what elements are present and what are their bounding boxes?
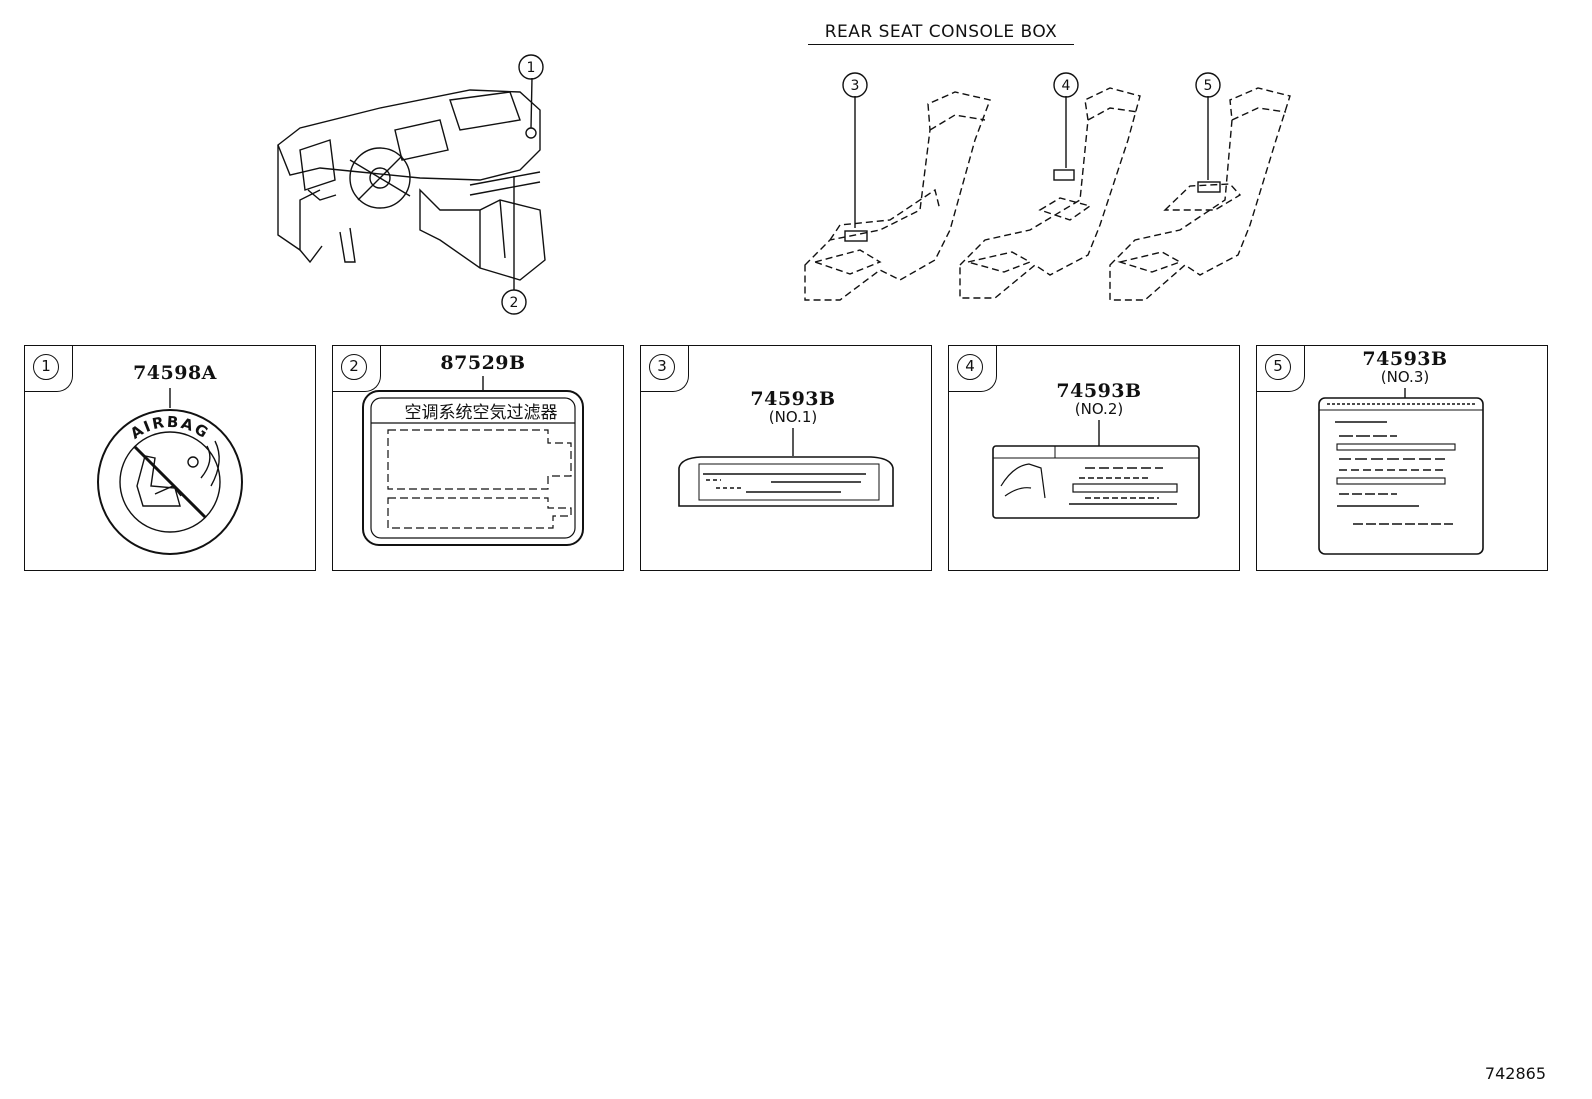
callout-1-label: 1 (527, 60, 536, 76)
panel-index: 5 (1265, 354, 1291, 380)
callout-2-label: 2 (510, 295, 519, 311)
panel-5: 5 74593B (NO.3) (1256, 345, 1548, 571)
console-warning-label-1 (678, 428, 894, 507)
panel-corner (641, 346, 689, 392)
panel-corner (1257, 346, 1305, 392)
panel-corner (333, 346, 381, 392)
console-warning-label-3 (1318, 388, 1484, 555)
callout-5-label: 5 (1204, 78, 1213, 94)
part-number: 87529B (440, 352, 526, 374)
console-box-illustration-2 (959, 87, 1141, 299)
part-number: 74593B (1056, 380, 1142, 402)
filter-label (362, 376, 584, 546)
part-variant: (NO.1) (768, 408, 818, 426)
dashboard-illustration (277, 77, 546, 290)
part-number: 74598A (133, 362, 217, 384)
panel-corner (949, 346, 997, 392)
filter-label-text: 空调系统空気过滤器 (404, 403, 558, 423)
panel-index: 4 (957, 354, 983, 380)
panel-2: 2 87529B 空调系统空気过滤器 (332, 345, 624, 571)
panel-4: 4 74593B (NO.2) (948, 345, 1240, 571)
panel-index: 1 (33, 354, 59, 380)
part-number: 74593B (1362, 348, 1448, 370)
panel-corner (25, 346, 73, 392)
callout-3-label: 3 (851, 78, 860, 94)
console-warning-label-2 (992, 420, 1200, 519)
drawing-code: 742865 (1484, 1064, 1546, 1083)
callout-4-label: 4 (1062, 78, 1071, 94)
panel-index: 2 (341, 354, 367, 380)
part-number: 74593B (750, 388, 836, 410)
console-box-illustration-3 (1109, 87, 1291, 301)
top-illustrations: 1 2 3 4 5 (277, 54, 1291, 315)
section-title: REAR SEAT CONSOLE BOX (808, 22, 1074, 45)
part-variant: (NO.3) (1380, 368, 1430, 386)
panel-1: 1 74598A AIRBAG (24, 345, 316, 571)
panel-3: 3 74593B (NO.1) (640, 345, 932, 571)
panel-index: 3 (649, 354, 675, 380)
airbag-label-icon: AIRBAG (97, 388, 243, 555)
console-box-illustration-1 (804, 91, 991, 301)
part-variant: (NO.2) (1074, 400, 1124, 418)
